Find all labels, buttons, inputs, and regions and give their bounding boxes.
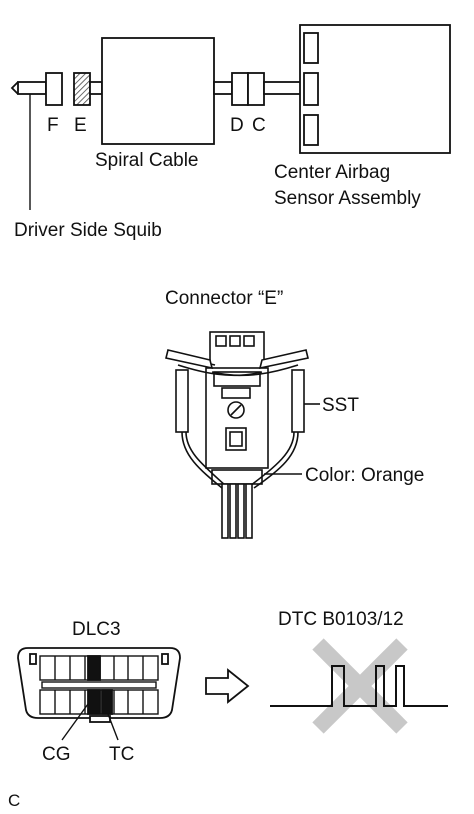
label-tc: TC: [109, 744, 134, 765]
sensor-connector-1: [303, 32, 319, 64]
sensor-assembly-box: [299, 24, 451, 154]
wire-spiral-d: [213, 81, 233, 95]
label-cg: CG: [42, 744, 71, 765]
label-c: C: [252, 115, 266, 136]
sst-right-probe: [291, 369, 305, 433]
harness-wire-1: [221, 483, 229, 539]
harness-wire-4: [245, 483, 253, 539]
sensor-connector-2: [303, 72, 319, 106]
squib-body: [17, 81, 47, 95]
label-dlc3: DLC3: [72, 619, 121, 640]
harness-wire-3: [237, 483, 245, 539]
label-corner-c: C: [8, 791, 20, 810]
sst-left-probe: [175, 369, 189, 433]
connector-f: [45, 72, 63, 106]
label-connector-e: Connector “E”: [165, 288, 283, 309]
cg-leader: [61, 703, 89, 741]
label-d: D: [230, 115, 244, 136]
wire-c-sensor: [263, 81, 305, 95]
label-color: Color: Orange: [305, 465, 424, 486]
label-center-airbag: Center Airbag: [274, 162, 390, 183]
label-sensor-assembly: Sensor Assembly: [274, 188, 421, 209]
dtc-waveform: [270, 665, 448, 707]
connector-c: [247, 72, 265, 106]
pin-cg: [87, 689, 101, 715]
label-driver-squib: Driver Side Squib: [14, 220, 162, 241]
label-sst: SST: [322, 395, 359, 416]
spiral-cable-box: [101, 37, 215, 145]
connector-d: [231, 72, 249, 106]
dlc3-connector: [17, 647, 181, 741]
pin-tc-top: [87, 655, 101, 681]
sensor-connector-3: [303, 114, 319, 146]
tc-leader: [107, 713, 119, 741]
top-circuit: [10, 24, 451, 210]
right-arrow-icon: [205, 668, 250, 704]
wire-e-spiral: [89, 81, 103, 95]
connector-e: [73, 72, 91, 106]
squib-tip: [10, 81, 19, 95]
label-dtc: DTC B0103/12: [278, 609, 404, 630]
label-f: F: [47, 115, 59, 136]
label-e: E: [74, 115, 87, 136]
connector-e-detail: [165, 331, 320, 539]
pin-tc: [101, 689, 113, 715]
harness-wire-2: [229, 483, 237, 539]
label-spiral-cable: Spiral Cable: [95, 150, 199, 171]
dtc-cross-icon: [312, 638, 408, 734]
